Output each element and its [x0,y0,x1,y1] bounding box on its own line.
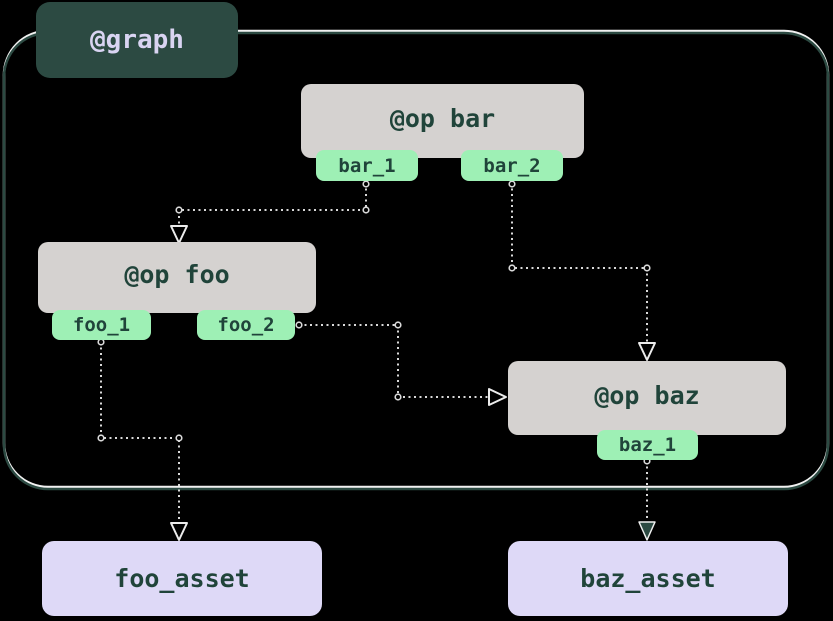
output-tag-baz-1-label: baz_1 [618,434,677,456]
output-tag-foo-1: foo_1 [52,310,151,340]
asset-foo-label: foo_asset [114,564,250,593]
edge-foo1-to-fooasset [100,342,180,524]
output-tag-bar-2: bar_2 [461,150,563,181]
op-foo-label: @op foo [124,260,230,289]
output-tag-bar-1-label: bar_1 [338,154,396,177]
graph-label-badge: @graph [36,2,238,78]
arrowhead-into-baz-left [488,388,507,406]
arrowhead-into-baz-top [638,342,656,361]
op-node-baz: @op baz [508,361,786,435]
graph-label: @graph [90,25,184,55]
arrowhead-into-foo-asset [170,522,188,541]
output-tag-baz-1: baz_1 [597,430,698,460]
asset-node-baz-asset: baz_asset [508,541,788,616]
output-tag-foo-1-label: foo_1 [72,314,131,336]
arrowhead-into-baz-asset [638,521,656,541]
op-node-foo: @op foo [38,242,316,313]
asset-node-foo-asset: foo_asset [42,541,322,616]
output-tag-bar-1: bar_1 [316,150,418,181]
edge-bar2-to-baz [511,183,648,344]
op-baz-label: @op baz [594,381,700,410]
op-bar-label: @op bar [389,104,496,133]
edge-bend-dots [97,180,651,465]
output-tag-foo-2-label: foo_2 [217,314,275,336]
op-node-bar: @op bar [301,84,584,158]
arrowhead-into-foo [170,225,188,244]
asset-baz-label: baz_asset [580,564,716,593]
edge-bar1-to-foo [178,183,367,227]
edge-foo2-to-baz [299,324,490,398]
output-tag-foo-2: foo_2 [197,310,295,340]
output-tag-bar-2-label: bar_2 [483,154,541,177]
